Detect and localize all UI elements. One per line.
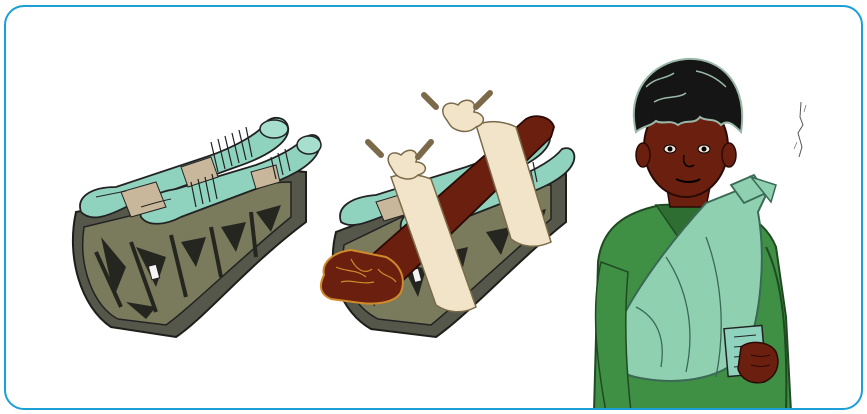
sketch-mark-icon — [794, 102, 806, 157]
illustration-frame — [4, 5, 863, 410]
rolled-newspaper-splint-icon — [73, 118, 321, 337]
child-with-arm-sling-icon — [594, 59, 791, 410]
arm-tied-to-splint-icon — [321, 93, 574, 337]
first-aid-illustration — [6, 7, 863, 410]
